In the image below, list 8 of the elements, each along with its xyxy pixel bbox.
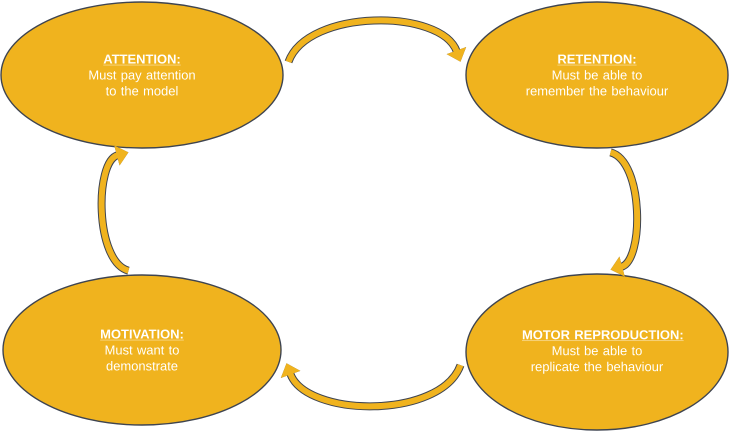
ellipse-node: MOTOR REPRODUCTION: Must be able to replicate the behaviour <box>465 273 729 431</box>
ellipse-node: MOTIVATION: Must want to demonstrate <box>2 274 282 426</box>
curved-arrow <box>280 363 464 410</box>
curved-arrow <box>98 145 130 274</box>
curved-arrow <box>285 16 466 64</box>
ellipse-node: ATTENTION: Must pay attention to the model <box>0 1 284 149</box>
ellipse-node: RETENTION: Must be able to remember the behaviour <box>465 1 729 149</box>
curved-arrow <box>608 148 642 277</box>
